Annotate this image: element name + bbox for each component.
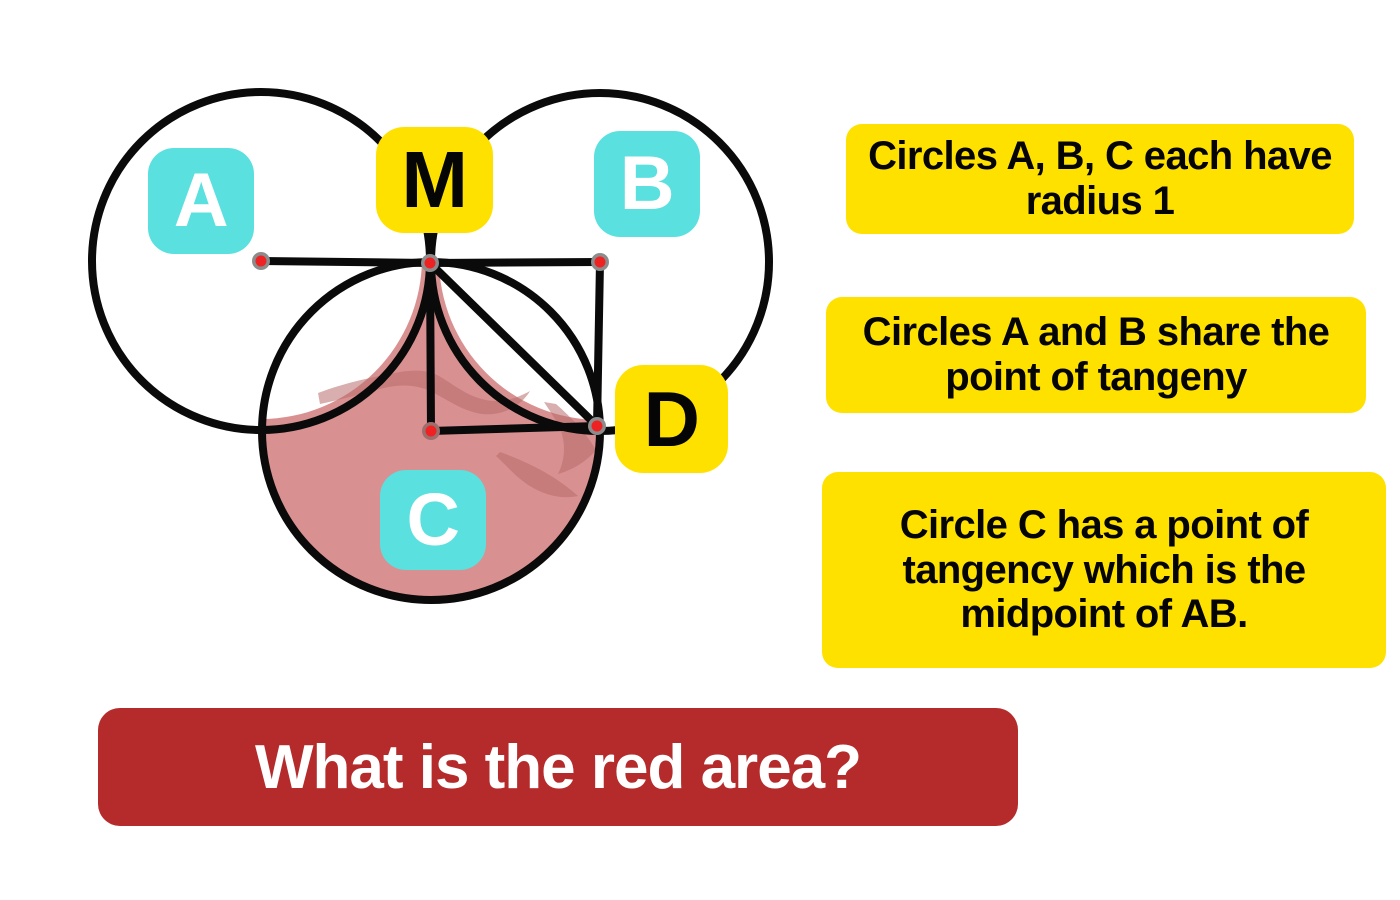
segment-c-d xyxy=(427,422,601,435)
segment-m-d xyxy=(426,259,601,430)
label-badge-a: A xyxy=(148,148,254,254)
point-m xyxy=(421,254,439,272)
point-c xyxy=(422,422,440,440)
label-badge-b: B xyxy=(594,131,700,237)
label-badge-m: M xyxy=(376,127,493,233)
callout-radius: Circles A, B, C each have radius 1 xyxy=(846,124,1354,234)
question-banner: What is the red area? xyxy=(98,708,1018,826)
segment-m-c xyxy=(426,259,435,435)
callout-tangency-ab: Circles A and B share the point of tange… xyxy=(826,297,1366,413)
point-b xyxy=(591,253,609,271)
label-badge-c: C xyxy=(380,470,486,570)
segment-m-b xyxy=(426,258,604,267)
segment-b-d xyxy=(593,258,604,430)
callout-tangency-c: Circle C has a point of tangency which i… xyxy=(822,472,1386,668)
label-badge-d: D xyxy=(615,365,728,473)
segment-a-m xyxy=(257,257,434,267)
point-a xyxy=(252,252,270,270)
point-d xyxy=(588,417,606,435)
geometry-diagram xyxy=(0,0,820,680)
point-markers xyxy=(252,252,609,440)
